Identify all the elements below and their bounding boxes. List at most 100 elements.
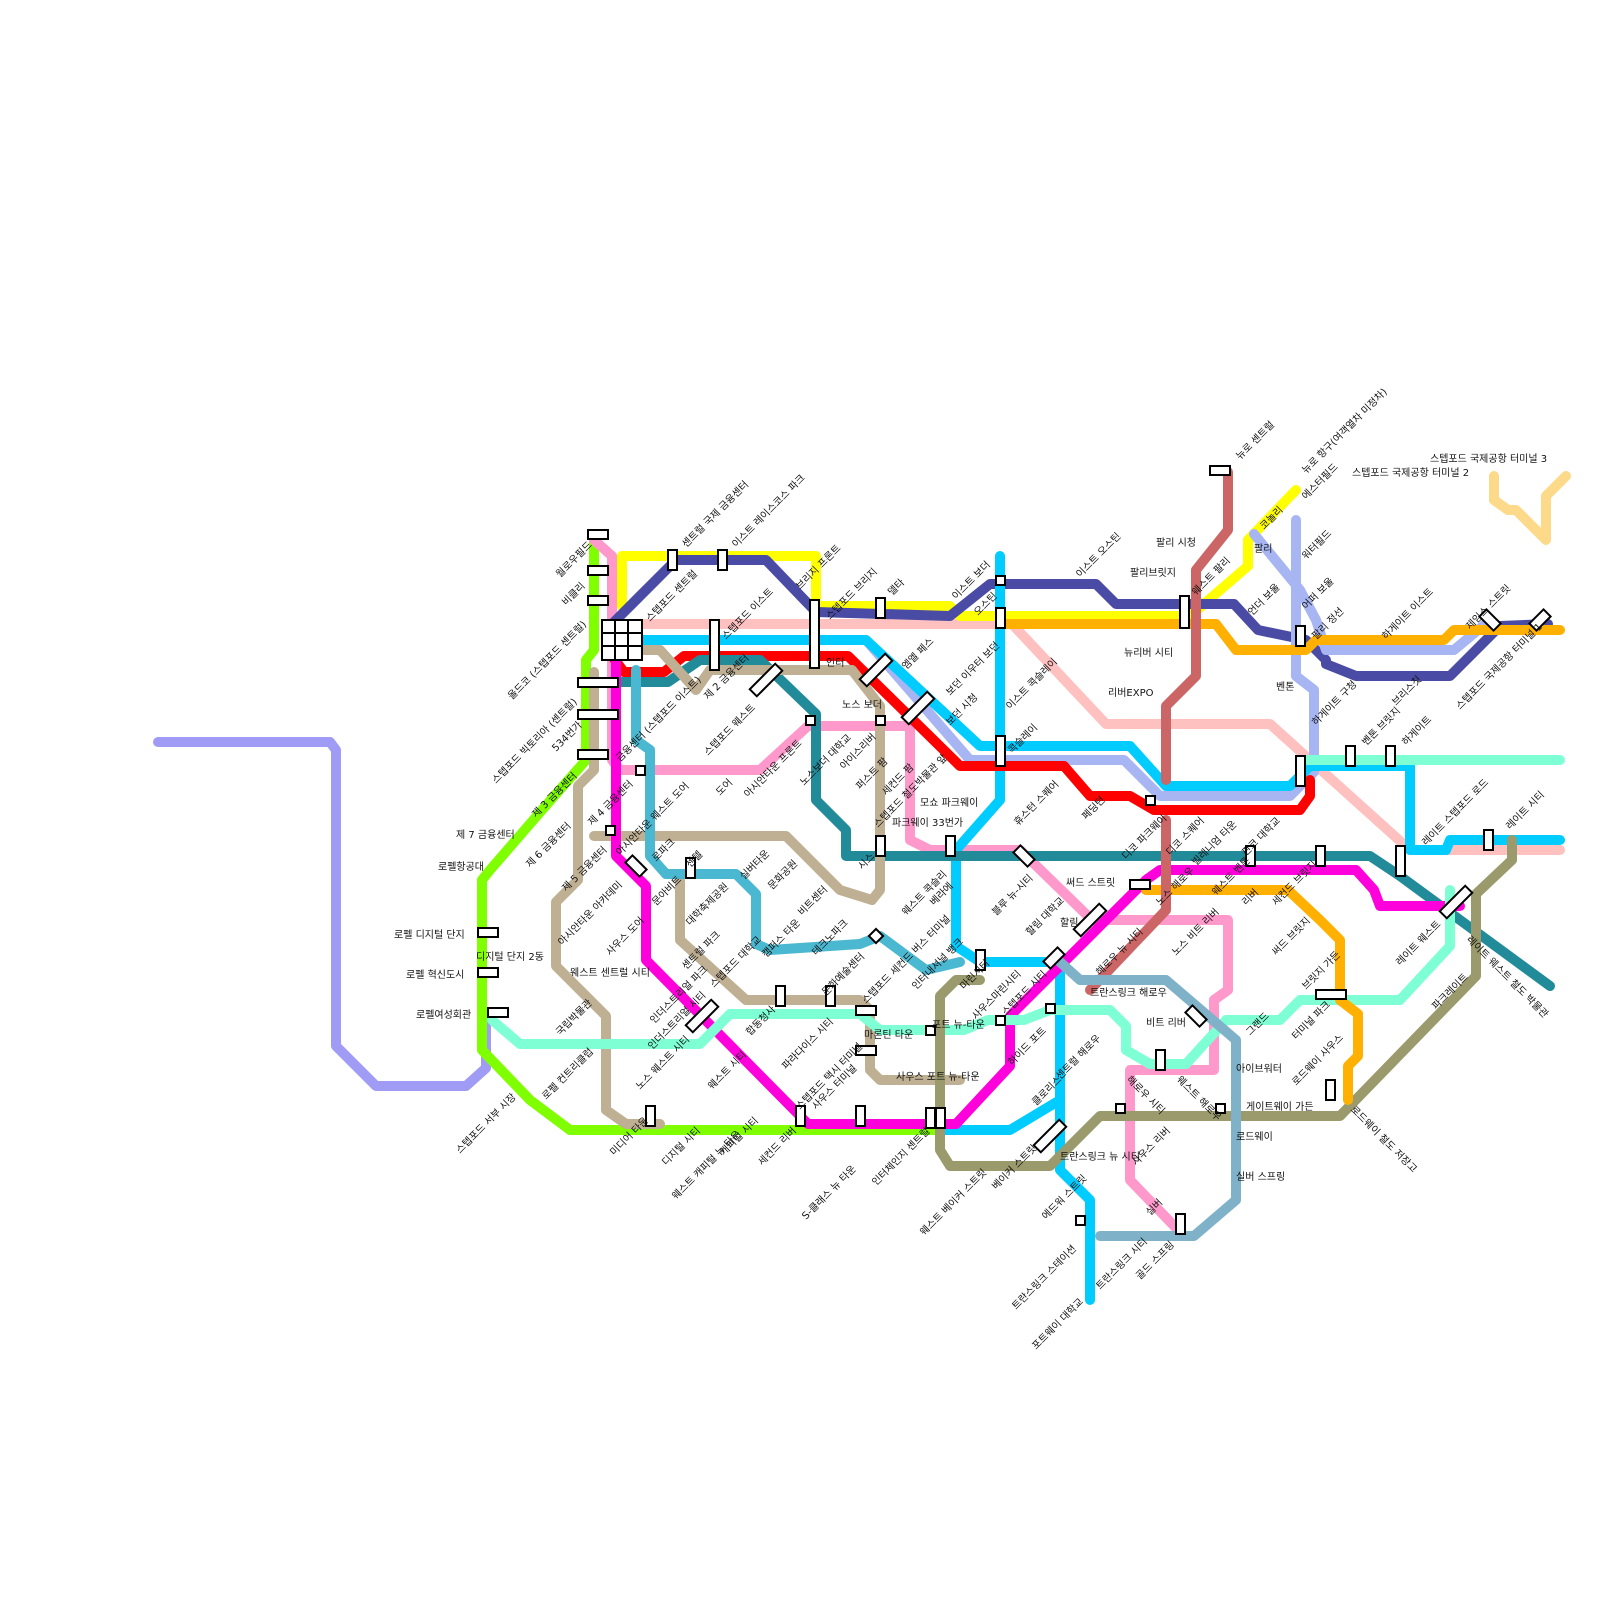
station-label: S-클래스 뉴 타운 — [800, 1163, 859, 1222]
station-marker[interactable] — [1210, 466, 1230, 475]
station-label: 블루 뉴-시티 — [990, 872, 1036, 918]
station-marker[interactable] — [1316, 846, 1325, 866]
station-marker[interactable] — [996, 736, 1005, 766]
station-label: 팔리브릿지 — [1130, 567, 1176, 579]
station-marker[interactable] — [1046, 1004, 1055, 1013]
station-marker[interactable] — [588, 596, 608, 605]
station-marker[interactable] — [806, 716, 815, 725]
station-marker[interactable] — [578, 678, 618, 687]
station-label: 보던 이우터 보던 — [944, 640, 1003, 699]
station-label: 캐피털 시티 — [718, 1115, 761, 1158]
station-marker[interactable] — [1326, 1080, 1335, 1100]
station-label: 이스트 콕슬레이 — [1004, 656, 1060, 712]
station-marker[interactable] — [946, 836, 955, 856]
station-label: 할림 — [1060, 917, 1078, 929]
station-marker[interactable] — [578, 710, 618, 719]
station-label: 스텝포드 이스트 — [720, 586, 776, 642]
station-marker[interactable] — [776, 986, 785, 1006]
station-marker[interactable] — [478, 928, 498, 937]
station-marker[interactable] — [1386, 746, 1395, 766]
station-label: 트란스링크 시티 — [1094, 1236, 1150, 1292]
station-label: 사우스 도어 — [604, 915, 647, 958]
station-marker[interactable] — [588, 530, 608, 539]
station-label: 팔리 시청 — [1156, 537, 1196, 549]
station-label: 트란스링크 스테이션 — [1010, 1243, 1079, 1312]
station-marker[interactable] — [1346, 746, 1355, 766]
station-label: 하게이트 — [1399, 713, 1434, 748]
station-marker[interactable] — [588, 566, 608, 575]
station-label: 올드코 (스텝포드 센트럴) — [505, 618, 589, 702]
station-label: 제 5 금융센터 — [560, 844, 610, 894]
station-label: 델타 — [886, 577, 908, 599]
line-peach — [1494, 476, 1566, 540]
station-label: 디지털 단지 2동 — [476, 951, 544, 963]
station-marker[interactable] — [1156, 1050, 1165, 1070]
station-label: 모쇼 파크웨이 — [920, 797, 978, 809]
station-label: 실버타운 — [738, 848, 773, 883]
station-label: 아이브워터 — [1236, 1062, 1282, 1075]
station-marker[interactable] — [1076, 1216, 1085, 1225]
station-marker[interactable] — [936, 1108, 945, 1128]
station-marker[interactable] — [578, 750, 608, 759]
station-marker[interactable] — [1013, 845, 1034, 866]
station-label: 엠엘 페스 — [899, 635, 936, 672]
station-marker[interactable] — [668, 550, 677, 570]
station-marker[interactable] — [488, 1008, 508, 1017]
station-marker[interactable] — [1130, 880, 1150, 889]
station-label: 하게이트 이스트 — [1379, 585, 1436, 642]
station-marker[interactable] — [876, 598, 885, 618]
station-marker[interactable] — [1296, 756, 1305, 786]
station-marker[interactable] — [1116, 1104, 1125, 1113]
station-marker[interactable] — [1176, 1214, 1185, 1234]
station-marker[interactable] — [1180, 596, 1189, 628]
station-marker[interactable] — [810, 600, 819, 668]
station-label: 파라다이스 시티 — [780, 1016, 836, 1072]
station-label: 할림 대학교 — [1024, 895, 1067, 938]
station-label: 제 7 금융센터 — [456, 829, 515, 841]
station-label: 워터필드 — [1299, 527, 1334, 562]
station-label: 로펠 디지털 단지 — [394, 929, 465, 941]
station-label: 비트센터 — [796, 884, 831, 919]
station-label: 팔리 — [1254, 543, 1272, 555]
station-marker[interactable] — [926, 1108, 935, 1128]
station-label: 실버 스프링 — [1236, 1171, 1285, 1183]
station-label: 국립박물관 — [553, 996, 595, 1038]
station-label: 로드웨이 철도 저장고 — [1348, 1104, 1420, 1176]
station-marker[interactable] — [636, 766, 645, 775]
station-label: 비트 리버 — [1146, 1017, 1186, 1029]
station-label: 벤톤 브릿지 — [1360, 705, 1403, 748]
station-marker[interactable] — [718, 550, 727, 570]
station-marker[interactable] — [1316, 990, 1346, 999]
station-label: 스텝포드 국제공항 터미널 2 — [1352, 467, 1469, 479]
station-label: 로펠 컨트리클럽 — [540, 1046, 596, 1102]
station-label: 문화공원 — [766, 858, 801, 893]
station-marker[interactable] — [606, 826, 615, 835]
station-label: 로펠항공대 — [438, 861, 484, 873]
station-marker[interactable] — [1296, 626, 1305, 646]
station-label: 레이트 시티 — [1504, 789, 1547, 832]
station-marker[interactable] — [1396, 846, 1405, 876]
station-marker[interactable] — [856, 1106, 865, 1126]
station-marker[interactable] — [996, 576, 1005, 585]
station-marker[interactable] — [876, 836, 885, 856]
station-label: 트란스링크 뉴 시티 — [1060, 1151, 1140, 1163]
station-label: 뉴로 항구(여객열차 미정차) — [1300, 386, 1390, 476]
station-label: 스텝포드 국제공항 터미널 3 — [1430, 453, 1547, 465]
station-marker[interactable] — [710, 620, 719, 670]
station-marker[interactable] — [996, 1016, 1005, 1025]
station-marker[interactable] — [1146, 796, 1155, 805]
station-marker[interactable] — [876, 716, 885, 725]
station-label: 로펠 혁신도시 — [406, 969, 464, 981]
station-marker[interactable] — [996, 608, 1005, 628]
station-marker[interactable] — [1484, 830, 1493, 850]
station-label: 합동청사 — [744, 1004, 779, 1039]
station-label: 대학축제공원 — [684, 881, 732, 929]
station-label: 이스트 오스틴 — [1074, 530, 1124, 580]
station-label: 벤톤 — [1276, 681, 1294, 693]
station-label: 언더 보울 — [1246, 581, 1283, 618]
station-marker[interactable] — [478, 968, 498, 977]
station-marker[interactable] — [856, 1006, 876, 1015]
station-label: 도어 — [714, 777, 736, 799]
